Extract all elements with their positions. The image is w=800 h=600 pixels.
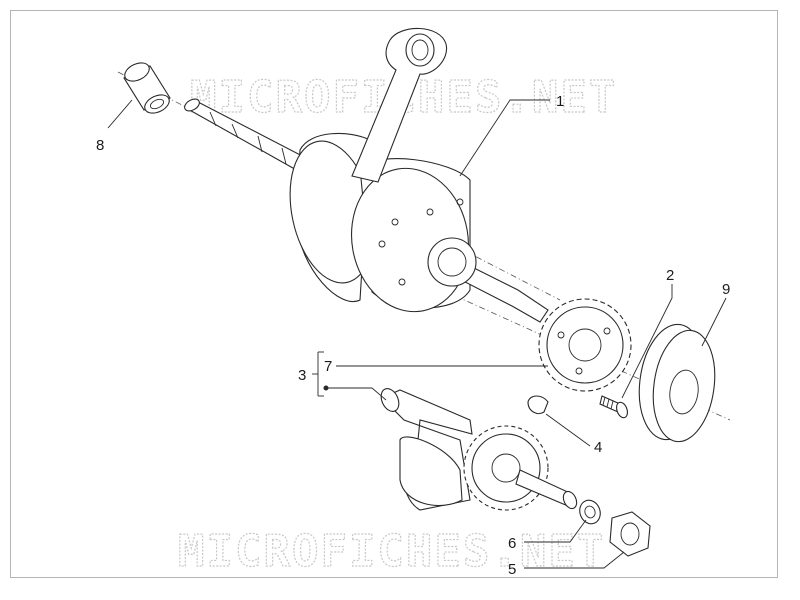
diagram-frame bbox=[10, 10, 778, 578]
callout-8: 8 bbox=[96, 137, 104, 154]
callout-5: 5 bbox=[508, 561, 516, 578]
leader-1 bbox=[459, 99, 550, 177]
leader-3-shaft bbox=[326, 387, 387, 401]
callout-7: 7 bbox=[324, 358, 332, 375]
washer-part-9 bbox=[638, 323, 716, 443]
callout-3: 3 bbox=[298, 367, 306, 384]
nut-part-5 bbox=[609, 511, 651, 557]
gear-part-7 bbox=[538, 298, 632, 392]
screw-part-2 bbox=[599, 395, 628, 419]
leader-4 bbox=[545, 413, 591, 447]
callout-9: 9 bbox=[722, 281, 730, 298]
callout-2: 2 bbox=[666, 267, 674, 284]
key-part-4 bbox=[527, 395, 549, 415]
callout-1: 1 bbox=[556, 93, 564, 110]
leader-6 bbox=[524, 519, 587, 543]
leader-5 bbox=[524, 551, 625, 569]
leader-2 bbox=[621, 284, 673, 399]
callout-6: 6 bbox=[508, 535, 516, 552]
washer-part-6 bbox=[579, 499, 601, 525]
leader-dot bbox=[323, 385, 329, 391]
bushing-part-8 bbox=[123, 62, 171, 114]
balance-shaft-part-3 bbox=[380, 388, 578, 511]
crankshaft-part-1 bbox=[184, 27, 549, 323]
watermark-bottom: MICROFICHES.NET bbox=[178, 526, 605, 577]
leader-9 bbox=[701, 297, 727, 347]
leader-8 bbox=[107, 99, 133, 129]
callout-4: 4 bbox=[594, 439, 602, 456]
